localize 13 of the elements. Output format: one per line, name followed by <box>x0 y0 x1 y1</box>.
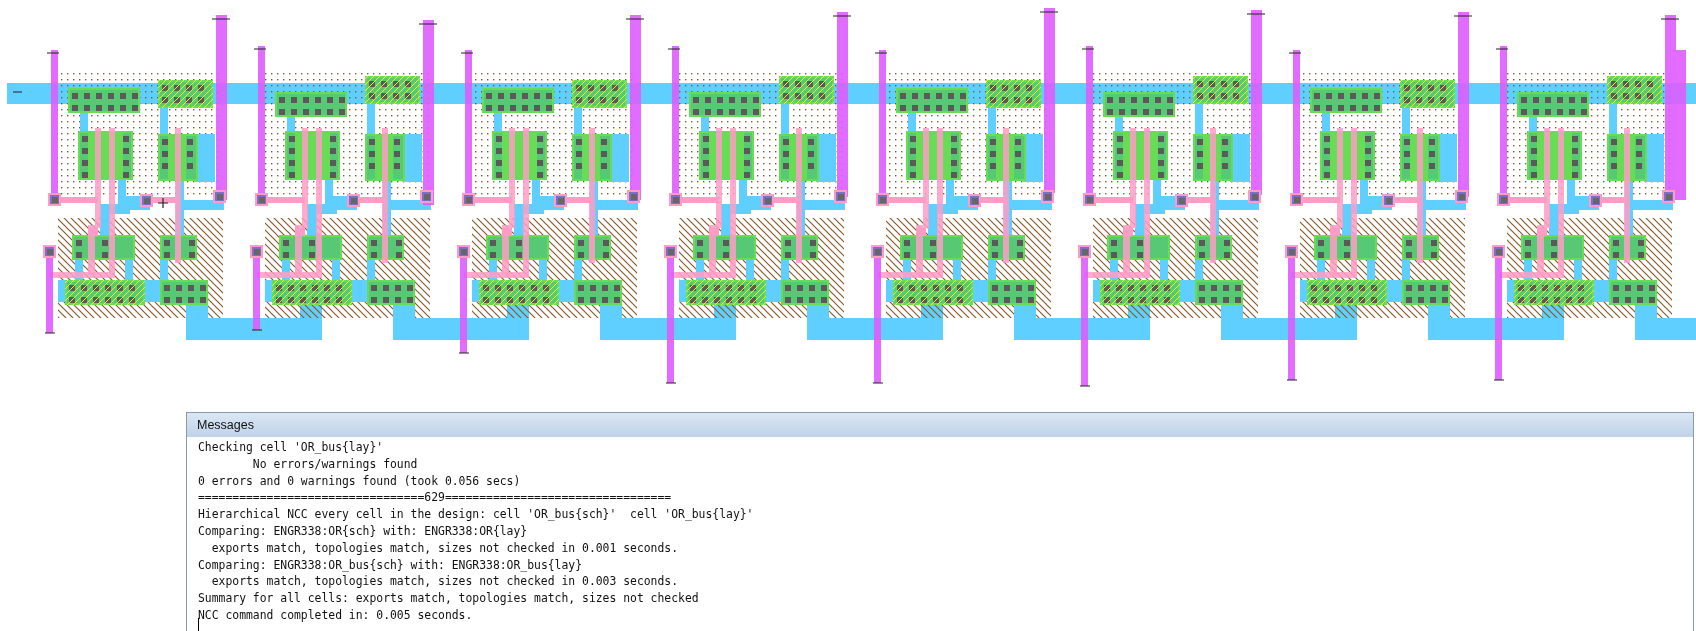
log-line: No errors/warnings found <box>251 456 418 471</box>
log-line: exports match, topologies match, sizes not checked in 0.001 seconds. <box>210 540 679 555</box>
log-line: Hierarchical NCC every cell in the design: cell 'OR_bus{sch}' cell 'OR_bus{lay}' <box>198 507 754 522</box>
log-line: exports match, topologies match, sizes not checked in 0.003 seconds. <box>210 574 679 589</box>
log-line: Comparing: ENGR338:OR_bus{sch} with: ENGR338:OR_bus{lay} <box>198 557 583 572</box>
message-window <box>186 412 1694 631</box>
log-line: Comparing: ENGR338:OR{sch} with: ENGR338:OR{lay} <box>198 524 528 538</box>
log-line: Checking cell 'OR_bus{lay}' <box>198 440 384 454</box>
log-line: Summary for all cells: exports match, topologies match, sizes not checked <box>198 591 699 606</box>
log-line: =================================629================================= <box>198 490 672 505</box>
window-title: Messages <box>187 413 1693 437</box>
log-line: 0 errors and 0 warnings found (took 0.056 secs) <box>198 473 521 488</box>
log-line: NCC command completed in: 0.005 seconds. <box>198 608 473 622</box>
